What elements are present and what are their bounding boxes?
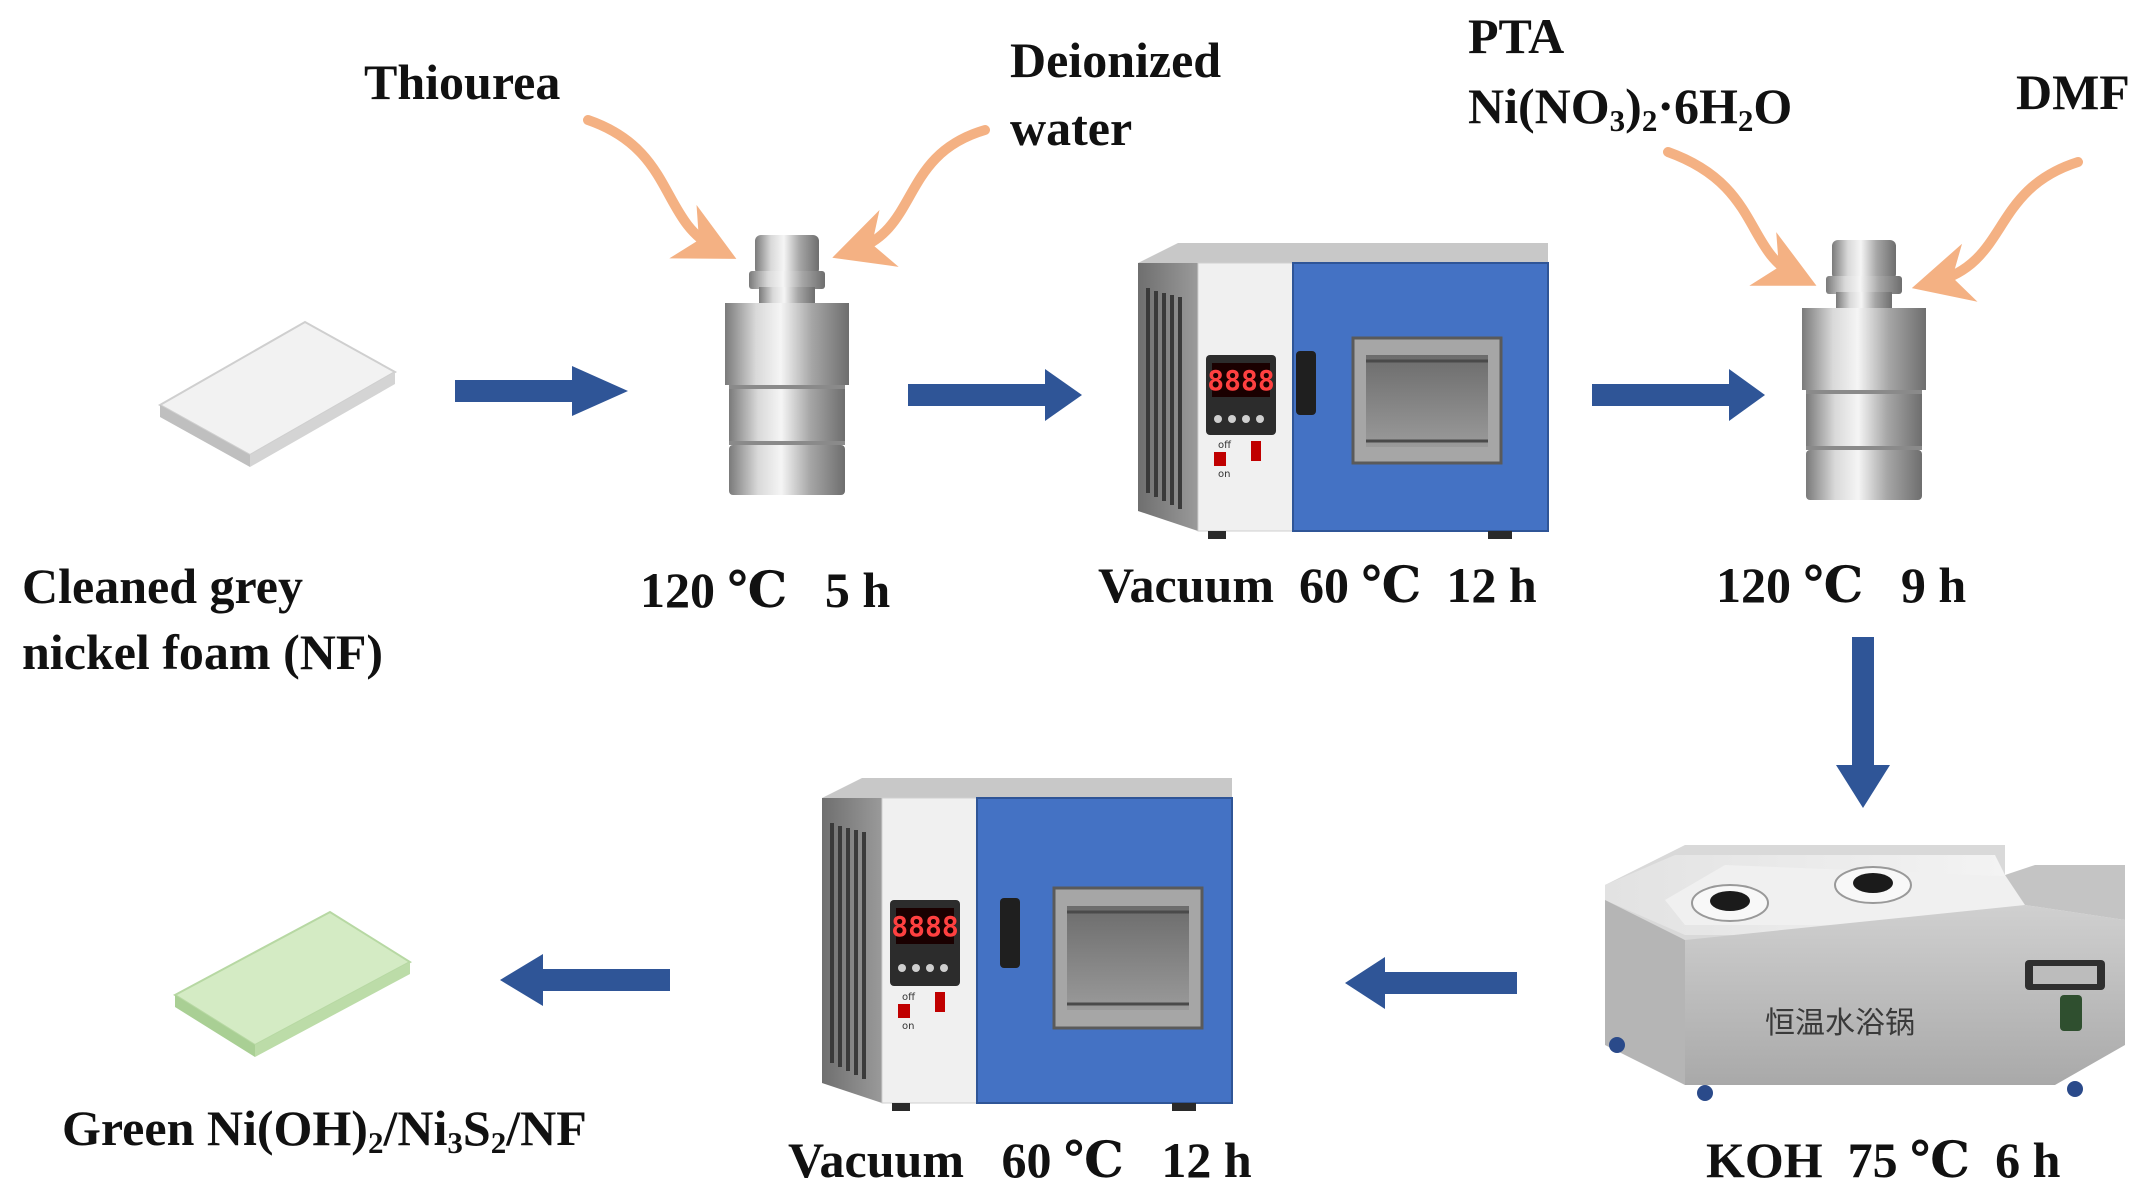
oven-indicator-light [935, 992, 945, 1012]
reagent-arrow-pta [1663, 147, 1817, 286]
green-product-foam [173, 910, 412, 1057]
arrow-nf-to-autoclave [455, 366, 628, 416]
step1-condition-label: 120 ℃ 5 h [640, 562, 891, 618]
oven-switch-off-label: off [902, 992, 916, 1003]
nickel-foam-label-line1: Cleaned grey [22, 558, 303, 614]
oven-switch-on-label: on [902, 1021, 914, 1032]
product-suffix: /NF [506, 1100, 587, 1156]
step4-condition-label: KOH 75 ℃ 6 h [1706, 1132, 2061, 1188]
product-label: Green Ni(OH)2/Ni3S2/NF [62, 1098, 587, 1158]
vacuum-oven-1: 8888 off on [1138, 243, 1549, 539]
autoclave-reactor-2 [1802, 240, 1926, 500]
nitrate-suffix: O [1753, 78, 1793, 134]
arrow-bath-to-oven [1345, 957, 1517, 1009]
step3-condition-label: 120 ℃ 9 h [1716, 557, 1967, 613]
arrow-autoclave-down-to-bath [1836, 637, 1890, 808]
nitrate-mid-2: ·6H [1657, 78, 1738, 134]
autoclave-reactor-1 [725, 235, 849, 495]
step5-condition-label: Vacuum 60 ℃ 12 h [788, 1132, 1252, 1188]
oven-door-handle [1296, 351, 1316, 415]
oven-digital-display: 8888 [1207, 364, 1274, 397]
reagent-dmf-label: DMF [2016, 64, 2130, 120]
reagent-deionized-label-line2: water [1010, 100, 1133, 156]
product-mid-2: S [462, 1100, 491, 1156]
grey-nickel-foam [157, 320, 398, 467]
product-sub-3: 2 [490, 1124, 507, 1160]
nitrate-prefix: Ni(NO [1468, 78, 1610, 134]
step2-condition-label: Vacuum 60 ℃ 12 h [1098, 557, 1537, 613]
thermostatic-water-bath: 恒温水浴锅 [1605, 845, 2125, 1101]
reagent-pta-label: PTA [1468, 8, 1565, 64]
product-sub-1: 2 [367, 1124, 384, 1160]
nitrate-sub-1: 3 [1609, 102, 1626, 138]
product-mid-1: /Ni [383, 1100, 448, 1156]
arrow-oven-to-autoclave [1592, 369, 1765, 421]
reagent-deionized-label-line1: Deionized [1010, 32, 1222, 88]
water-bath-label: 恒温水浴锅 [1765, 1006, 1915, 1041]
reagent-arrow-dmf [1911, 157, 2083, 302]
reagent-thiourea-label: Thiourea [364, 54, 561, 110]
oven-power-switch [1214, 452, 1226, 466]
nickel-foam-label-line2: nickel foam (NF) [22, 624, 384, 680]
arrow-oven-to-product [500, 954, 670, 1006]
arrow-autoclave-to-oven [908, 369, 1082, 421]
oven-indicator-light [1251, 441, 1261, 461]
reagent-arrow-water [832, 125, 990, 267]
oven-door-handle [1000, 898, 1020, 968]
nitrate-sub-2: 2 [1641, 102, 1658, 138]
product-sub-2: 3 [447, 1124, 463, 1160]
oven-digital-display: 8888 [891, 910, 958, 943]
reagent-nickel-nitrate-label: Ni(NO3)2·6H2O [1468, 76, 1792, 136]
nitrate-mid-1: ) [1625, 78, 1642, 134]
oven-power-switch [898, 1004, 910, 1018]
oven-switch-off-label: off [1218, 440, 1232, 451]
nitrate-sub-3: 2 [1737, 102, 1754, 138]
product-prefix: Green Ni(OH) [62, 1100, 368, 1156]
vacuum-oven-2: 8888 off on [822, 778, 1233, 1111]
oven-switch-on-label: on [1218, 469, 1230, 480]
reagent-arrow-thiourea [583, 115, 737, 259]
